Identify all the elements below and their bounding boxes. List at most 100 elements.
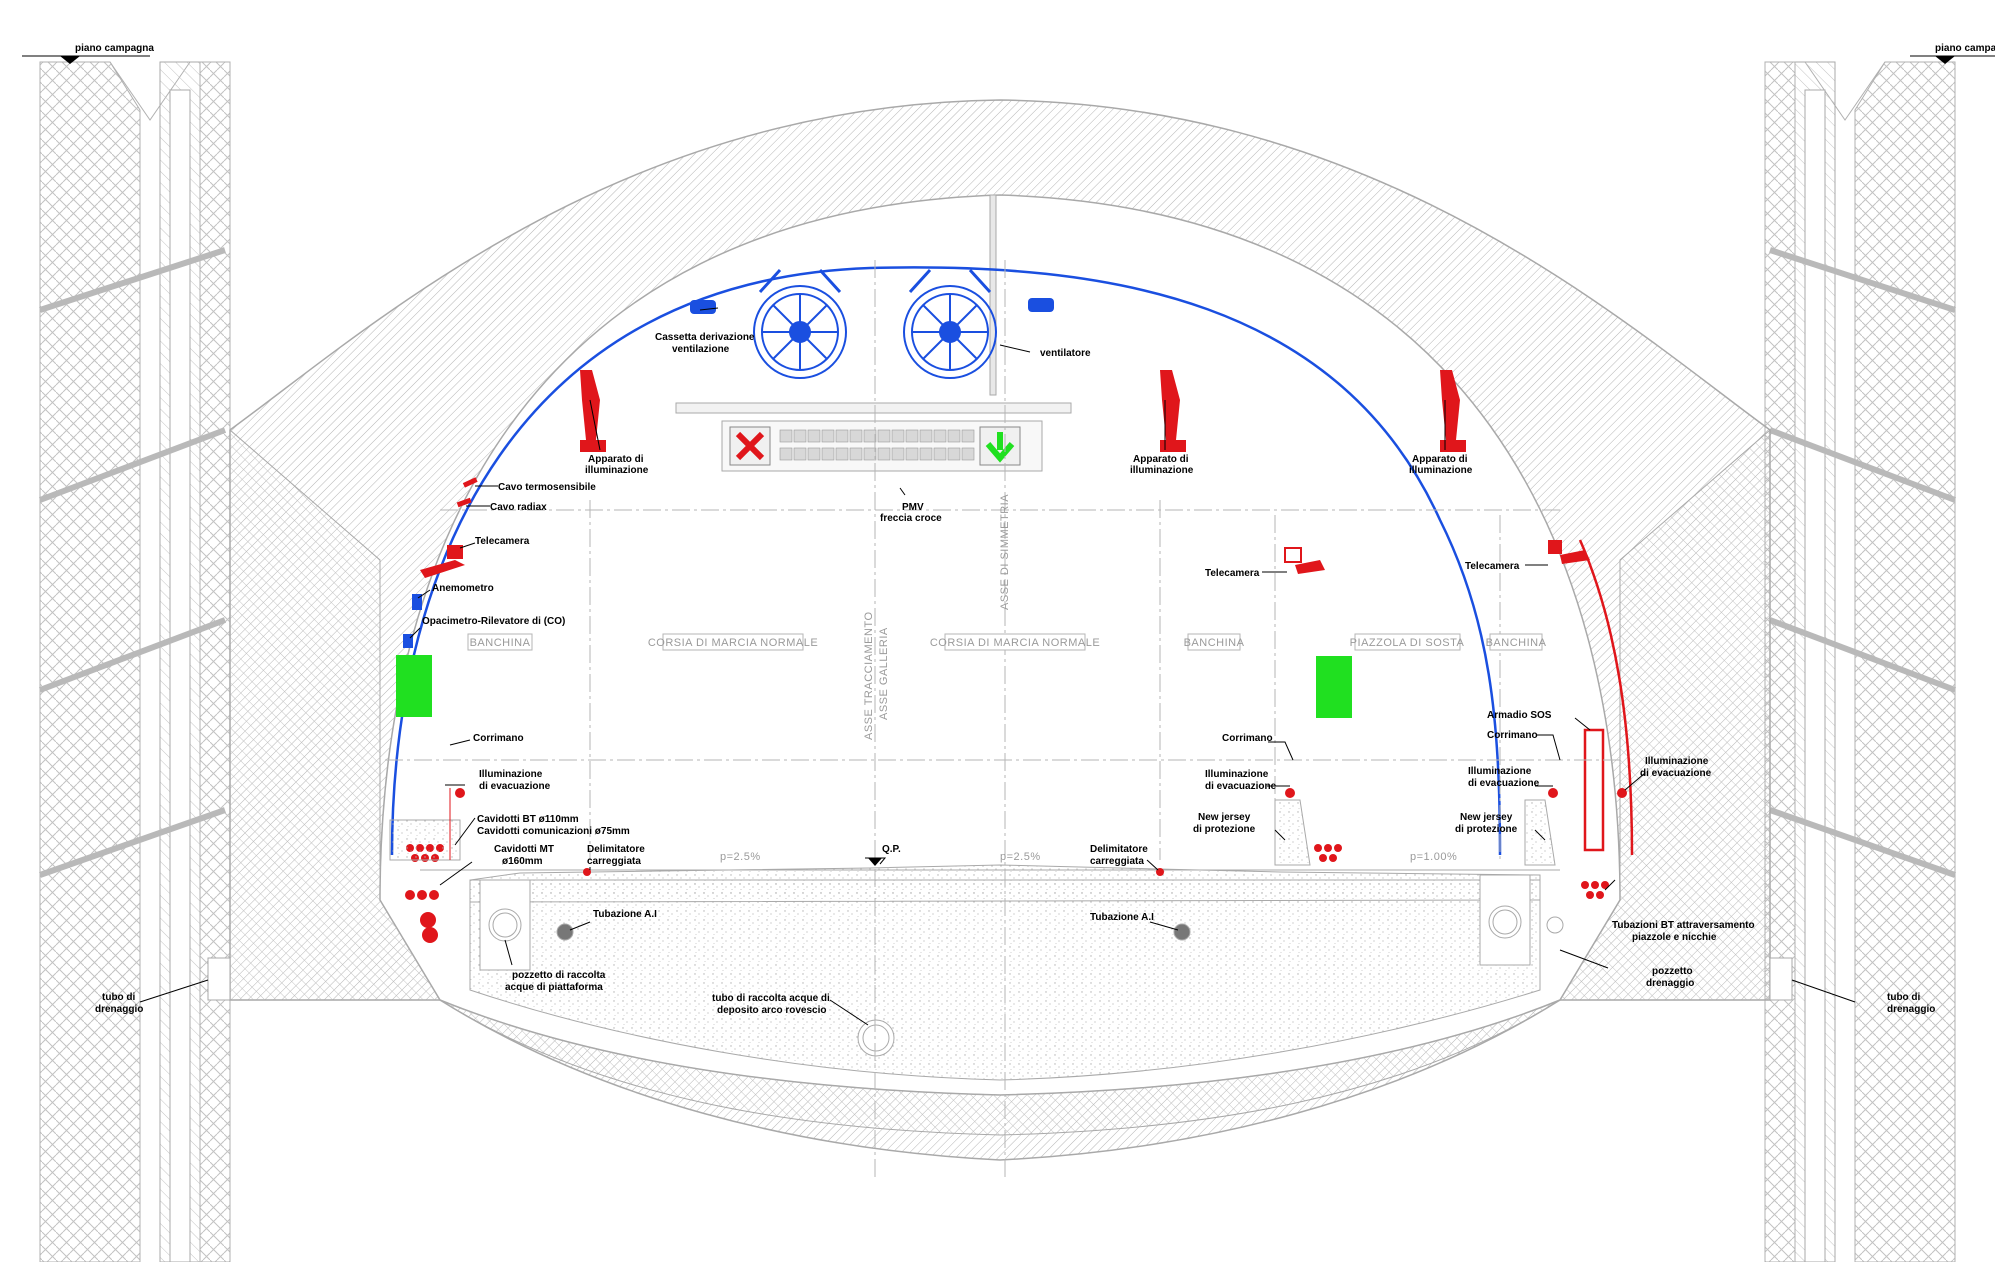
label-illum-evac-far-2: di evacuazione [1640,768,1712,779]
leader-lines [22,55,1995,1026]
label-cavidotti-mt-2: ø160mm [502,856,543,867]
label-apparato-1a: Apparato di [588,454,644,465]
sos-cabinet-icon [1583,728,1605,852]
label-slope-right: p=1.00% [1410,851,1457,863]
lighting-apparatus-icon [580,370,1466,452]
green-arrow-icon [985,432,1015,463]
anemometer-icon [412,594,422,610]
label-telecamera-mid: Telecamera [1205,568,1260,579]
level-markers [60,56,1955,866]
label-drenaggio-left-1: tubo di [102,992,136,1003]
label-freccia-croce: freccia croce [880,513,942,524]
label-telecamera-right: Telecamera [1465,561,1520,572]
label-drenaggio-left-2: drenaggio [95,1004,143,1015]
label-tubazione-left: Tubazione A.I [593,909,657,920]
reference-lines [385,260,1620,1180]
camera-right-icon [1548,540,1562,554]
right-soil-column [1764,61,1956,1262]
slope-labels: p=2.5% p=2.5% p=1.00% [720,851,1457,863]
label-illum-evac-left-2: di evacuazione [479,781,551,792]
label-apparato-2b: illuminazione [1130,465,1194,476]
label-apparato-3a: Apparato di [1412,454,1468,465]
label-armadio-sos: Armadio SOS [1487,710,1552,721]
pmv-led-matrix [779,429,975,461]
label-illum-evac-mid-1: Illuminazione [1205,769,1269,780]
red-cross-icon [735,431,765,461]
label-delimitatore-left-1: Delimitatore [587,844,645,855]
ventilator-right-icon [903,268,997,379]
zone-asse-galleria: ASSE GALLERIA [878,627,890,720]
sos-sign-right-icon [1316,656,1352,718]
label-ventilatore: ventilatore [1040,348,1091,359]
drainage-pits [207,874,1793,1057]
label-slope-left: p=2.5% [720,851,761,863]
label-illum-evac-far-1: Illuminazione [1645,756,1709,767]
label-illum-evac-mid-2: di evacuazione [1205,781,1277,792]
zone-asse-simmetria: ASSE DI SIMMETRIA [999,494,1011,610]
label-newjersey-mid-2: di protezione [1193,824,1256,835]
pmv-panel [729,426,1021,466]
label-illum-evac-right-2: di evacuazione [1468,778,1540,789]
label-corrimano-mid: Corrimano [1222,733,1273,744]
label-illum-evac-right-1: Illuminazione [1468,766,1532,777]
label-cassetta-2: ventilazione [672,344,730,355]
sos-sign-left-icon [396,655,432,717]
zone-banchina-right: BANCHINA [1486,637,1547,649]
zone-corsia-left: CORSIA DI MARCIA NORMALE [648,637,818,649]
label-tubazione-right: Tubazione A.I [1090,912,1154,923]
zone-asse-tracciamento: ASSE TRACCIAMENTO [863,611,875,740]
label-delimitatore-left-2: carreggiata [587,856,641,867]
equipment-markers [396,477,1627,943]
label-cavidotti-mt-1: Cavidotti MT [494,844,554,855]
label-piano-campagna-left: piano campagna [75,43,154,54]
label-newjersey-mid-1: New jersey [1198,812,1251,823]
zone-labels: BANCHINA CORSIA DI MARCIA NORMALE CORSIA… [467,494,1547,740]
label-cassetta-1: Cassetta derivazione [655,332,755,343]
label-pozzetto-right-1: pozzetto [1652,966,1693,977]
label-corrimano-right: Corrimano [1487,730,1538,741]
label-opacimetro: Opacimetro-Rilevatore di (CO) [422,616,565,627]
camera-mid-icon [1284,547,1302,563]
label-pozzetto-right-2: drenaggio [1646,978,1694,989]
zone-piazzola: PIAZZOLA DI SOSTA [1350,637,1465,649]
zone-corsia-right: CORSIA DI MARCIA NORMALE [930,637,1100,649]
label-illum-evac-left-1: Illuminazione [479,769,543,780]
curbs [389,788,1556,866]
label-cavidotti-bt-1: Cavidotti BT ø110mm [477,814,579,825]
label-apparato-3b: illuminazione [1409,465,1473,476]
label-tubo-raccolta-2: deposito arco rovescio [717,1005,826,1016]
label-apparato-1b: illuminazione [585,465,649,476]
label-cavo-radiax: Cavo radiax [490,502,547,513]
label-corrimano-left: Corrimano [473,733,524,744]
label-piano-campagna-right: piano campagna [1935,43,1995,54]
label-delimitatore-right-2: carreggiata [1090,856,1144,867]
label-tubazioni-bt-2: piazzole e nicchie [1632,932,1717,943]
label-slope-mid: p=2.5% [1000,851,1041,863]
label-qp: Q.P. [882,844,901,855]
annotation-labels: piano campagna piano campagna Cassetta d… [75,43,1995,1016]
label-pmv: PMV [902,502,924,513]
left-soil-column [39,61,231,1262]
ventilator-left-icon [753,268,847,379]
label-drenaggio-right-1: tubo di [1887,992,1921,1003]
junction-box-icon [690,298,1054,314]
label-cavidotti-bt-2: Cavidotti comunicazioni ø75mm [477,826,630,837]
zone-banchina-mid: BANCHINA [1184,637,1245,649]
label-telecamera-left: Telecamera [475,536,530,547]
label-tubazioni-bt-1: Tubazioni BT attraversamento [1612,920,1755,931]
label-anemometro: Anemometro [432,583,494,594]
camera-left-icon [447,545,463,559]
label-tubo-raccolta-1: tubo di raccolta acque di [712,993,830,1004]
label-pozzetto-left-2: acque di piattaforma [505,982,603,993]
opacimeter-icon [403,634,413,648]
label-newjersey-right-1: New jersey [1460,812,1513,823]
label-cavo-termosensibile: Cavo termosensibile [498,482,596,493]
ground-anchors [38,247,1957,878]
ventilation-cable-arc [390,266,1502,856]
label-drenaggio-right-2: drenaggio [1887,1004,1935,1015]
zone-banchina-left: BANCHINA [470,637,531,649]
thermosensitive-cable-arc [1578,539,1634,856]
label-delimitatore-right-1: Delimitatore [1090,844,1148,855]
